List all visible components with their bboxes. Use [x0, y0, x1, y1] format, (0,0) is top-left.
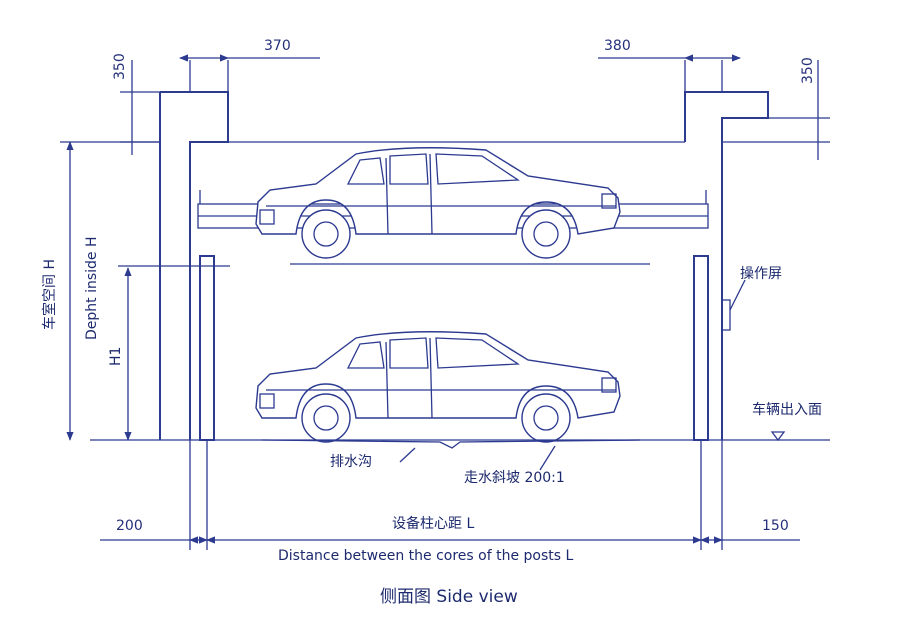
upper-car — [255, 147, 621, 259]
post-distance-cn: 设备柱心距 L — [392, 515, 474, 532]
figure-caption: 侧面图 Side view — [380, 587, 518, 607]
floor — [90, 431, 830, 449]
entry-level-label: 车辆出入面 — [752, 401, 822, 418]
lower-car — [255, 331, 621, 443]
top-dimensions: 370 380 350 350 — [112, 38, 830, 160]
dim-350-right: 350 — [800, 57, 816, 84]
lower-height-h1: H1 — [108, 347, 124, 366]
dim-150: 150 — [762, 518, 789, 534]
garage-height-en: Depht inside H — [84, 236, 100, 340]
bottom-dimensions: 200 150 设备柱心距 L Distance between the cor… — [100, 440, 800, 564]
annotations: 操作屏 车辆出入面 排水沟 走水斜坡 200:1 — [330, 266, 822, 486]
slope-label: 走水斜坡 200:1 — [464, 470, 565, 486]
drain-label: 排水沟 — [330, 454, 372, 470]
height-dimensions: 车室空间 H Depht inside H H1 — [41, 141, 230, 441]
dim-380: 380 — [604, 38, 631, 54]
dim-200: 200 — [116, 518, 143, 534]
dim-350-left: 350 — [112, 53, 128, 80]
garage-height-cn: 车室空间 H — [41, 259, 58, 330]
control-panel-label: 操作屏 — [740, 266, 782, 282]
control-panel-box — [721, 299, 731, 331]
post-distance-en: Distance between the cores of the posts … — [278, 548, 573, 564]
dim-370: 370 — [264, 38, 291, 54]
